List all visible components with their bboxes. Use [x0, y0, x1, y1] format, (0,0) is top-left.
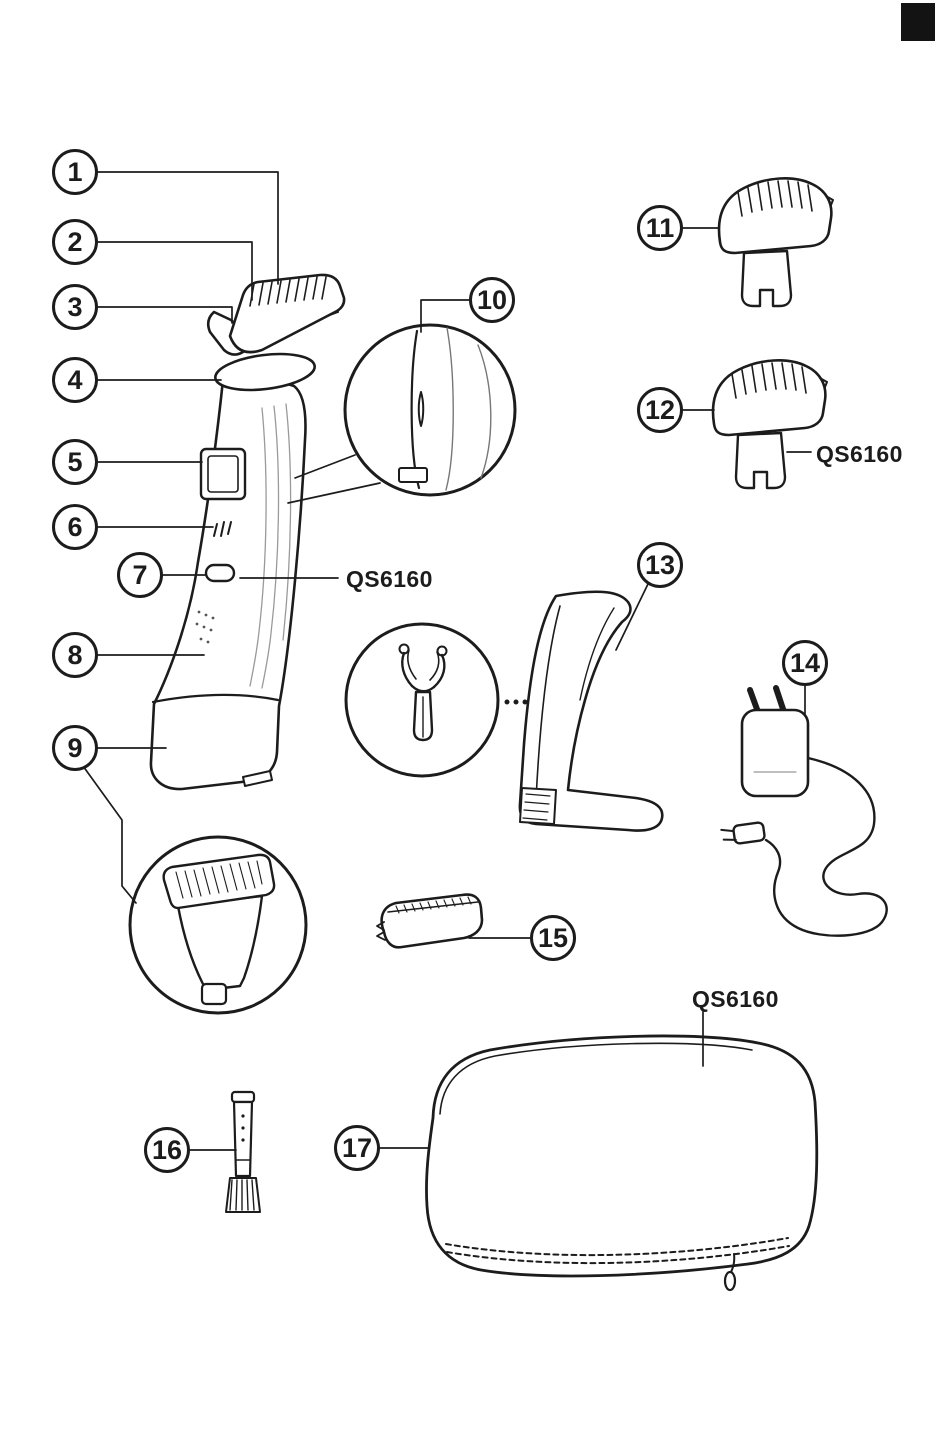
- inset-pointer-wedge: [287, 454, 381, 504]
- grip-texture-lines: [249, 403, 292, 689]
- model-label: QS6160: [816, 441, 903, 467]
- trimmer-head-drawing: [214, 352, 316, 392]
- callout-4: 4: [52, 357, 98, 403]
- brush-bristles: [225, 1177, 261, 1213]
- zipper-pull: [730, 1253, 736, 1273]
- leader-10: [420, 299, 470, 333]
- callout-10: 10: [469, 277, 515, 323]
- foil-release-slot: [200, 982, 228, 1006]
- appliance-connector: [720, 821, 766, 845]
- power-adapter-drawing: [720, 685, 888, 937]
- foil-hatch-lines: [175, 860, 263, 899]
- comb-attachment-small-drawing: [717, 177, 834, 308]
- stand-foot: [519, 787, 557, 825]
- charge-indicator-dots: [195, 610, 215, 644]
- base-slot-drawing: [242, 770, 273, 787]
- page-corner-marker: [901, 3, 935, 41]
- callout-9: 9: [52, 725, 98, 771]
- callout-14: 14: [782, 640, 828, 686]
- leader-13: [615, 583, 649, 651]
- model-label: QS6160: [346, 566, 433, 592]
- detail-inset-foil: [128, 835, 308, 1015]
- power-cable: [764, 756, 888, 937]
- detail-inset-clip: [344, 622, 500, 778]
- comb-stem: [740, 249, 793, 308]
- callout-7: 7: [117, 552, 163, 598]
- callout-8: 8: [52, 632, 98, 678]
- leader-2: [96, 241, 253, 301]
- callout-11: 11: [637, 205, 683, 251]
- inset-circle: [343, 323, 517, 497]
- leader-3: [96, 306, 233, 324]
- leader-1: [96, 171, 279, 285]
- power-button-drawing: [204, 563, 236, 583]
- model-label: QS6160: [692, 986, 779, 1012]
- charging-stand-drawing: [518, 590, 664, 832]
- trimmer-body-drawing: [149, 273, 346, 791]
- detail-inset-seam: [287, 323, 517, 504]
- foil-head-accessory-drawing: [376, 893, 484, 949]
- seam-notch: [417, 391, 425, 427]
- callout-1: 1: [52, 149, 98, 195]
- leader-9b: [82, 765, 137, 904]
- pouch-drawing: [425, 1034, 819, 1292]
- plug-prongs: [747, 685, 787, 715]
- callout-3: 3: [52, 284, 98, 330]
- foil-shaver-body: [176, 894, 264, 992]
- leader-lines: [82, 171, 812, 1151]
- comb-attachment-large-drawing: [711, 359, 829, 490]
- ellipsis-dots: [504, 699, 528, 705]
- cleaning-brush-drawing: [225, 1090, 261, 1213]
- callout-6: 6: [52, 504, 98, 550]
- callout-15: 15: [530, 915, 576, 961]
- callout-2: 2: [52, 219, 98, 265]
- callout-5: 5: [52, 439, 98, 485]
- callout-17: 17: [334, 1125, 380, 1171]
- callout-12: 12: [637, 387, 683, 433]
- zipper-line: [445, 1237, 790, 1265]
- clip-drawing: [398, 643, 448, 742]
- comb-attachment-drawing: [228, 273, 346, 354]
- plug-body: [740, 708, 810, 798]
- callout-16: 16: [144, 1127, 190, 1173]
- base-seam-line: [151, 693, 280, 704]
- comb-teeth-lines: [249, 276, 327, 307]
- callout-13: 13: [637, 542, 683, 588]
- speed-indicator-drawing: [213, 521, 232, 537]
- display-inner-frame: [207, 455, 239, 493]
